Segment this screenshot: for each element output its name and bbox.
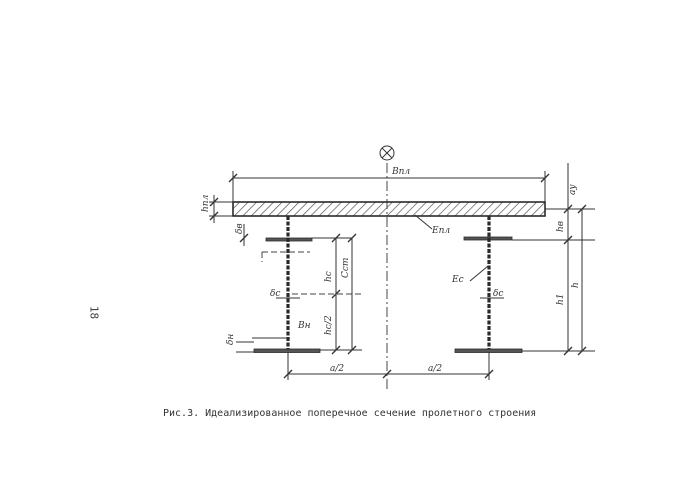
web-thickness-label: δс xyxy=(270,289,280,299)
centroid-offset-label: Сcm xyxy=(341,258,351,278)
half-web-height-label: hс/2 xyxy=(324,315,334,335)
figure-caption: Рис.3. Идеализированное поперечное сечен… xyxy=(163,408,537,419)
half-spacing-right-label: a/2 xyxy=(428,364,442,374)
top-flange-thickness-label: δв xyxy=(235,223,245,234)
deck-width-dimension xyxy=(228,171,550,202)
web-height-dimension xyxy=(320,233,362,355)
centroid-distance-label: ay xyxy=(568,184,578,195)
page-number: 18 xyxy=(87,305,101,320)
right-i-beam xyxy=(454,216,523,353)
lower-height-label: h1 xyxy=(556,293,566,305)
deck-slab xyxy=(232,201,546,217)
beam-height-label: h xyxy=(571,282,581,288)
top-flange-thickness-dimension xyxy=(239,224,249,246)
deck-modulus-leader xyxy=(414,214,433,230)
right-bottom-flange xyxy=(454,348,523,353)
web-height-label: hс xyxy=(324,271,334,282)
half-spacing-left-label: a/2 xyxy=(330,364,344,374)
steel-modulus-leader xyxy=(469,265,489,282)
upper-offset-label: hв xyxy=(556,221,566,232)
right-web-thickness-label: δс xyxy=(493,289,503,299)
deck-thickness-dimension xyxy=(209,195,233,223)
right-dimension-chain xyxy=(512,163,595,356)
bottom-flange-thickness-dimension xyxy=(236,341,254,353)
steel-modulus-label: Eс xyxy=(451,275,464,285)
deck-modulus-label: Eпл xyxy=(431,226,450,236)
left-i-beam xyxy=(253,216,321,353)
circle-cross-icon xyxy=(379,145,395,161)
left-bottom-flange xyxy=(253,348,321,353)
deck-thickness-label: hпл xyxy=(201,194,211,212)
left-beam-guides xyxy=(252,237,362,339)
bottom-flange-thickness-label: δн xyxy=(226,334,236,345)
bottom-flange-width-label: Bн xyxy=(297,321,311,331)
deck-width-label: Bпл xyxy=(391,167,410,177)
beam-spacing-dimension xyxy=(283,352,494,380)
